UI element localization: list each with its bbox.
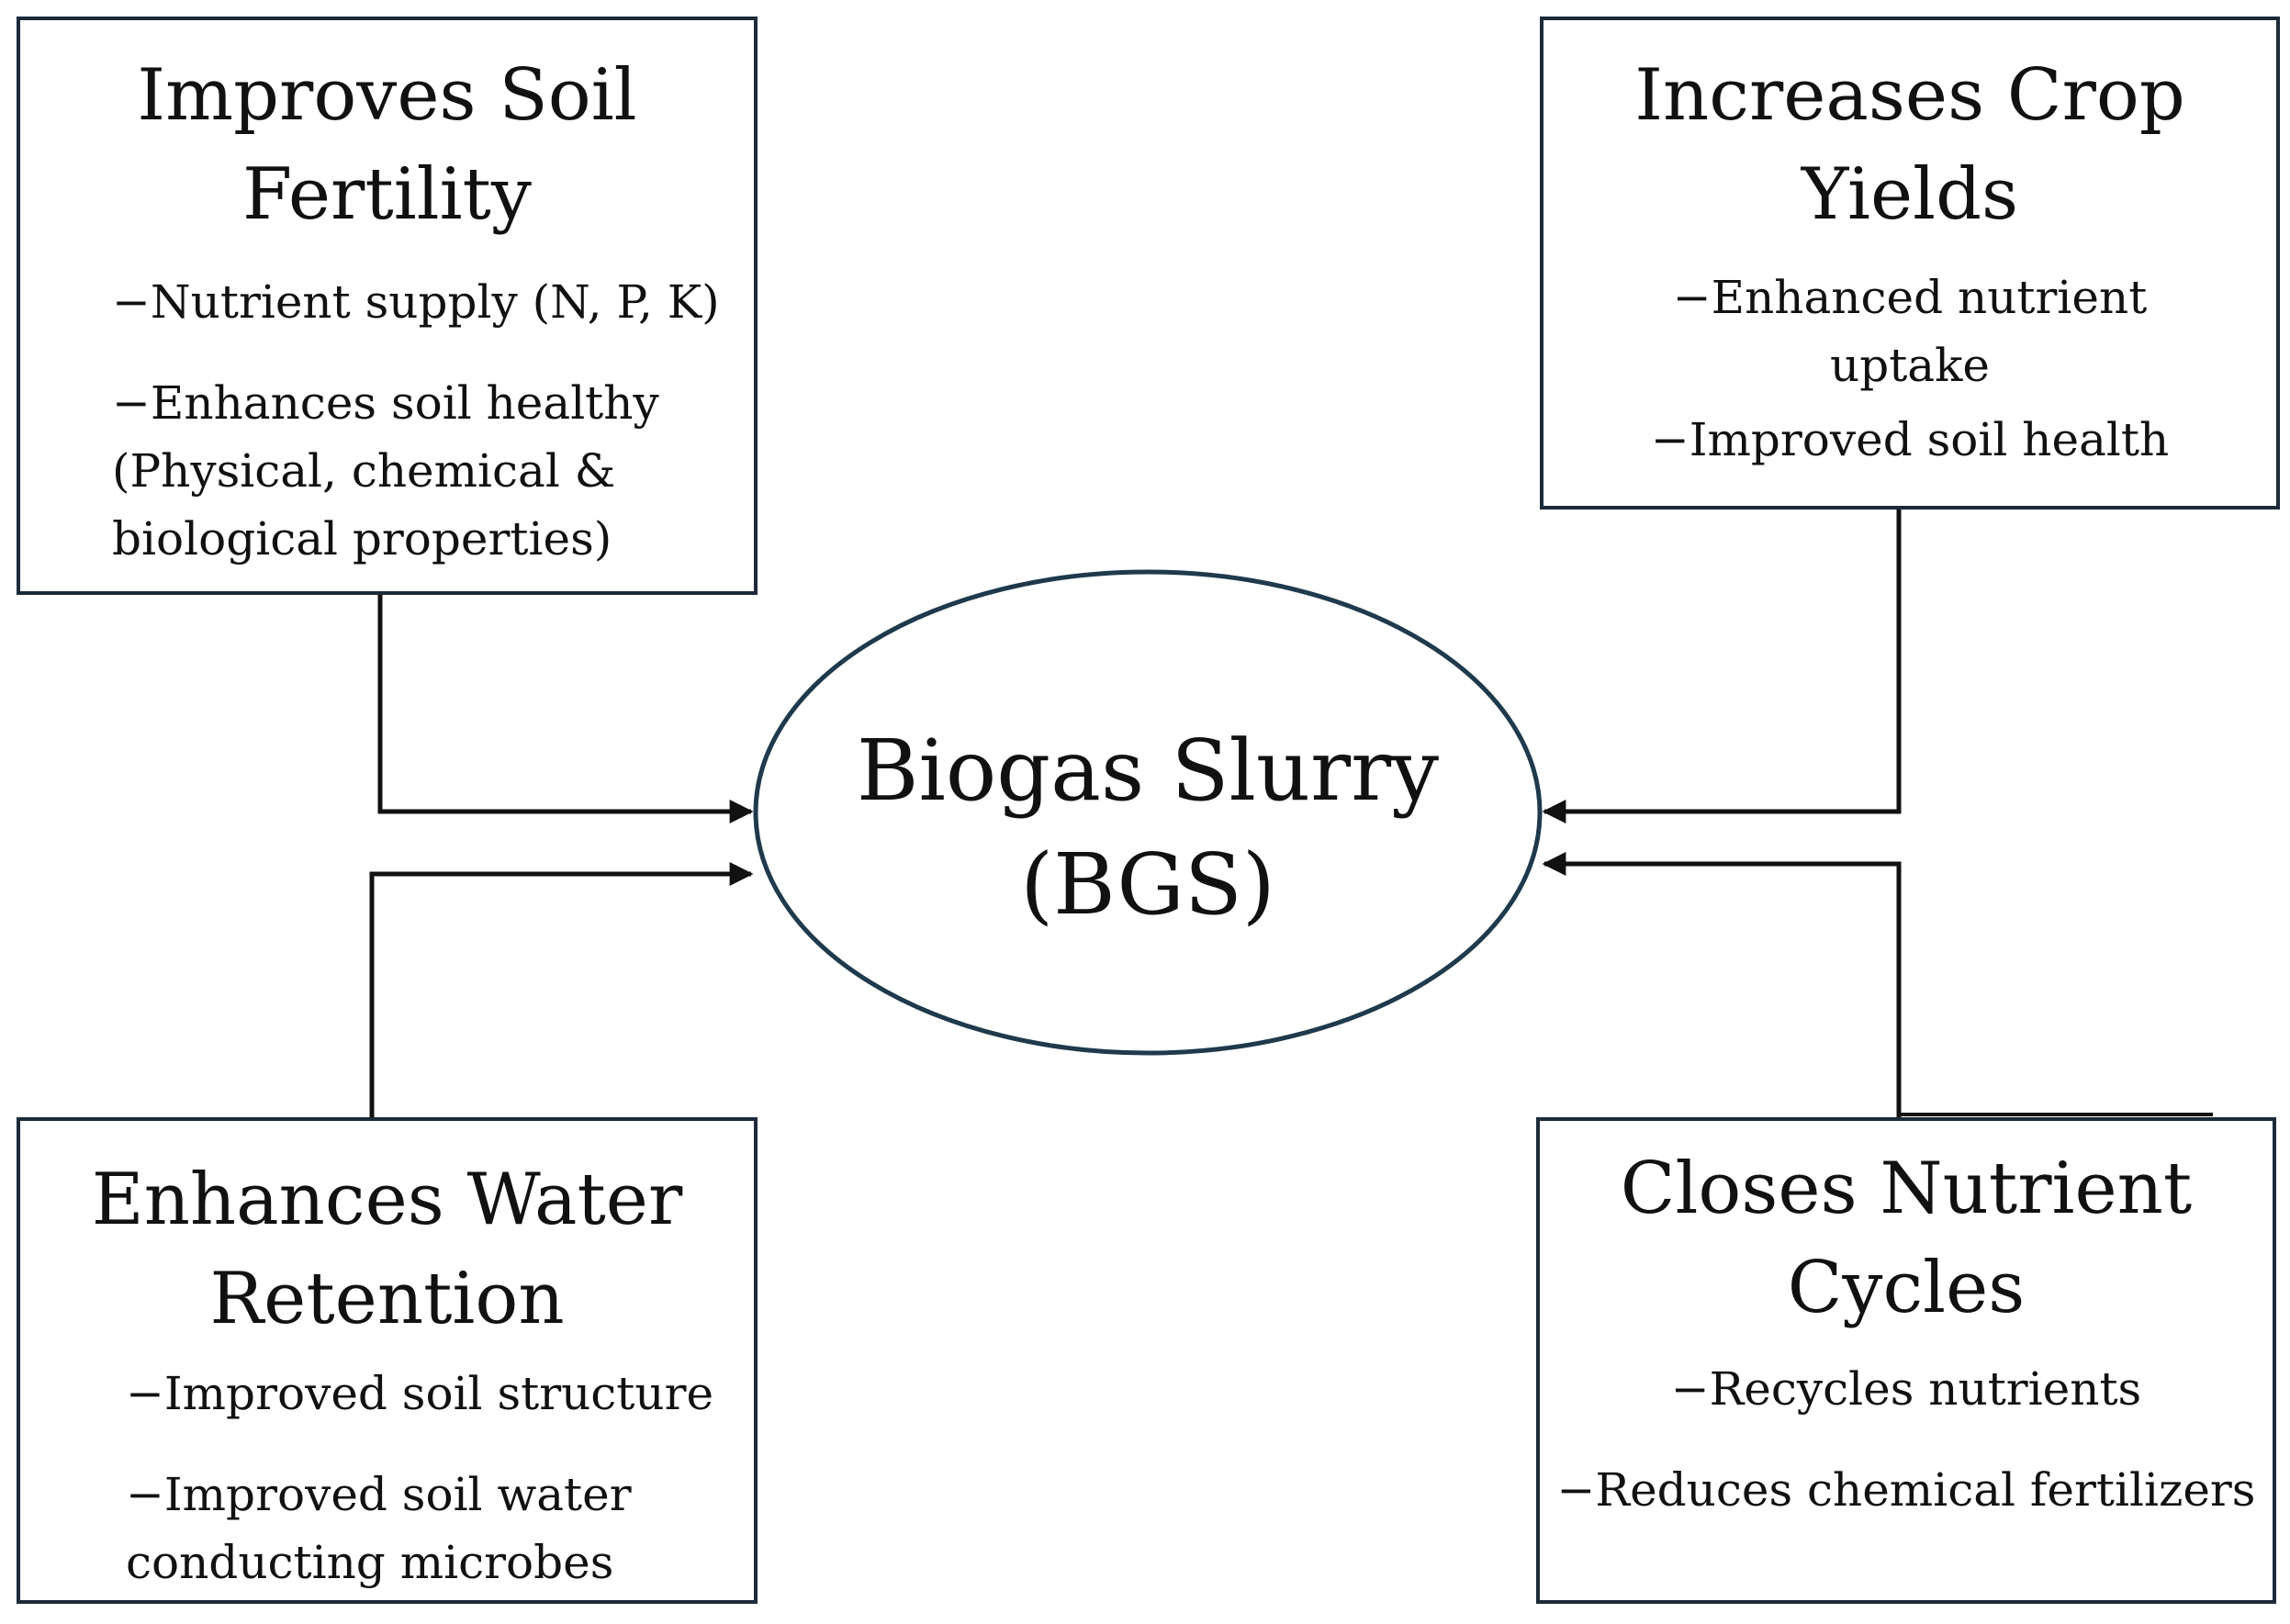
box-item: −Improved soil water conducting microbes: [126, 1468, 632, 1589]
box-title: Increases Crop Yields: [1634, 54, 2185, 236]
biogas-slurry-label: Biogas Slurry (BGS): [856, 722, 1440, 934]
enhances-water-retention-box: Enhances Water Retention −Improved soil …: [17, 1117, 758, 1604]
arrow-nutrient-cycles-to-bgs: [1542, 852, 1902, 1117]
box-title: Improves Soil Fertility: [137, 54, 637, 236]
closes-nutrient-cycles-box: Closes Nutrient Cycles −Recycles nutrien…: [1536, 1117, 2276, 1604]
box-item: −Improved soil health: [1650, 413, 2170, 466]
improves-soil-fertility-box: Improves Soil Fertility −Nutrient supply…: [17, 17, 758, 595]
box-item: −Improved soil structure: [126, 1367, 714, 1420]
box-item: −Recycles nutrients: [1670, 1362, 2142, 1416]
box-title: Enhances Water Retention: [91, 1159, 683, 1340]
box-item: −Enhanced nutrient uptake: [1672, 271, 2148, 392]
box-item: −Reduces chemical fertilizers: [1556, 1463, 2256, 1517]
biogas-slurry-ellipse: [753, 569, 1543, 1056]
arrow-water-retention-to-bgs: [369, 862, 754, 1117]
increases-crop-yields-box: Increases Crop Yields −Enhanced nutrient…: [1540, 17, 2280, 510]
box-item: −Enhances soil healthy (Physical, chemic…: [112, 376, 659, 566]
box-title: Closes Nutrient Cycles: [1620, 1148, 2193, 1329]
arrow-soil-fertility-to-bgs: [377, 595, 754, 823]
box-item: −Nutrient supply (N, P, K): [112, 275, 720, 329]
arrow-crop-yields-to-bgs: [1542, 510, 1902, 823]
